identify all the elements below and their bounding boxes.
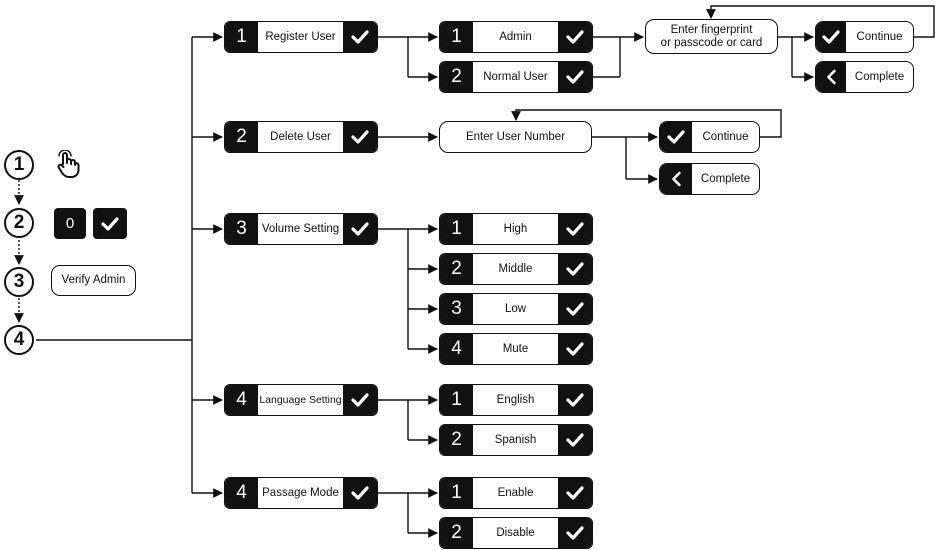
- enter-fingerprint-line-1: Enter fingerprint: [670, 23, 753, 36]
- menu-label: Register User: [265, 30, 336, 43]
- option-number: 1: [440, 22, 473, 52]
- menu-label: Delete User: [270, 130, 331, 143]
- check-icon: [558, 214, 592, 244]
- menu-label: Passage Mode: [262, 486, 339, 499]
- volume-option-middle: 2 Middle: [439, 253, 593, 285]
- chevron-left-icon: [816, 62, 846, 92]
- menu-volume-setting: 3 Volume Setting: [224, 213, 378, 245]
- menu-language-setting: 4 Language Setting: [224, 384, 378, 416]
- check-icon: [558, 385, 592, 415]
- menu-number: 4: [225, 385, 258, 415]
- step-2-badge: 2: [4, 208, 34, 238]
- option-number: 2: [440, 518, 473, 548]
- check-icon: [343, 478, 377, 508]
- passage-option-disable: 2 Disable: [439, 517, 593, 549]
- register-option-normal-user: 2 Normal User: [439, 61, 593, 93]
- register-complete-box: Complete: [815, 61, 914, 93]
- option-number: 4: [440, 334, 473, 364]
- check-icon: [558, 518, 592, 548]
- check-icon: [558, 254, 592, 284]
- option-label: Mute: [502, 342, 529, 355]
- register-option-admin: 1 Admin: [439, 21, 593, 53]
- option-label: Middle: [498, 262, 533, 275]
- complete-label: Complete: [854, 70, 905, 83]
- option-label: Spanish: [494, 433, 537, 446]
- option-number: 1: [440, 214, 473, 244]
- option-number: 2: [440, 254, 473, 284]
- option-label: High: [503, 222, 528, 235]
- register-continue-box: Continue: [815, 21, 914, 53]
- volume-option-mute: 4 Mute: [439, 333, 593, 365]
- menu-register-user: 1 Register User: [224, 21, 378, 53]
- confirm-key: [93, 208, 127, 239]
- menu-passage-mode: 4 Passage Mode: [224, 477, 378, 509]
- volume-option-low: 3 Low: [439, 293, 593, 325]
- continue-label: Continue: [702, 130, 749, 143]
- touch-hand-icon: [55, 149, 81, 178]
- check-icon: [558, 22, 592, 52]
- passage-option-enable: 1 Enable: [439, 477, 593, 509]
- volume-option-high: 1 High: [439, 213, 593, 245]
- option-number: 3: [440, 294, 473, 324]
- enter-fingerprint-box: Enter fingerprint or passcode or card: [645, 19, 778, 54]
- step-1-badge: 1: [4, 150, 34, 180]
- menu-number: 4: [225, 478, 258, 508]
- option-number: 1: [440, 478, 473, 508]
- check-icon: [343, 22, 377, 52]
- option-label: Enable: [497, 486, 534, 499]
- option-number: 2: [440, 62, 473, 92]
- check-icon: [816, 22, 846, 52]
- check-icon: [558, 425, 592, 455]
- option-label: Admin: [499, 30, 532, 43]
- option-label: Disable: [496, 526, 535, 539]
- complete-label: Complete: [700, 172, 751, 185]
- option-number: 1: [440, 385, 473, 415]
- option-label: Low: [504, 302, 527, 315]
- step-3-badge: 3: [4, 267, 34, 297]
- check-icon: [101, 216, 119, 231]
- check-icon: [660, 122, 692, 152]
- menu-label: Language Setting: [259, 393, 342, 406]
- menu-number: 2: [225, 122, 258, 152]
- continue-label: Continue: [856, 30, 903, 43]
- check-icon: [558, 294, 592, 324]
- menu-number: 1: [225, 22, 258, 52]
- delete-complete-box: Complete: [659, 163, 760, 195]
- verify-admin-box: Verify Admin: [51, 265, 136, 296]
- enter-user-number-box: Enter User Number: [439, 121, 592, 153]
- menu-number: 3: [225, 214, 258, 244]
- delete-continue-box: Continue: [659, 121, 760, 153]
- check-icon: [343, 122, 377, 152]
- option-number: 2: [440, 425, 473, 455]
- menu-delete-user: 2 Delete User: [224, 121, 378, 153]
- option-label: Normal User: [483, 70, 548, 83]
- enter-fingerprint-line-2: or passcode or card: [660, 36, 763, 49]
- digit-zero-key: 0: [54, 208, 86, 239]
- option-label: English: [496, 393, 535, 406]
- language-option-english: 1 English: [439, 384, 593, 416]
- chevron-left-icon: [660, 164, 692, 194]
- check-icon: [343, 385, 377, 415]
- step-4-badge: 4: [4, 325, 34, 355]
- check-icon: [558, 62, 592, 92]
- check-icon: [343, 214, 377, 244]
- menu-label: Volume Setting: [261, 222, 340, 235]
- check-icon: [558, 334, 592, 364]
- check-icon: [558, 478, 592, 508]
- language-option-spanish: 2 Spanish: [439, 424, 593, 456]
